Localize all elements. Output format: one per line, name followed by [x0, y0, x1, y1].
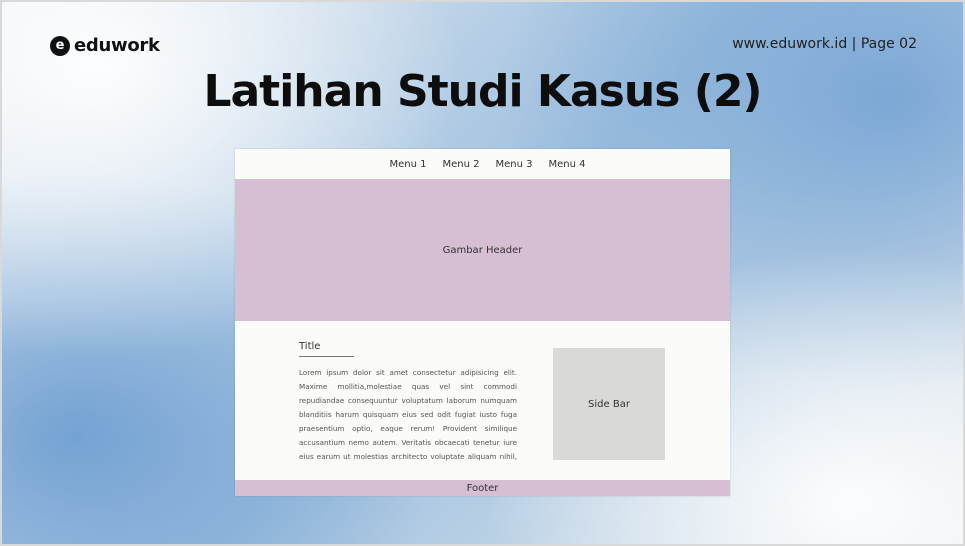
mockup-footer: Footer: [235, 480, 730, 496]
nav-menu-1: Menu 1: [389, 158, 427, 170]
nav-menu-2: Menu 2: [442, 158, 480, 170]
page-reference: www.eduwork.id | Page 02: [732, 36, 917, 52]
website-layout-mockup: Menu 1 Menu 2 Menu 3 Menu 4 Gambar Heade…: [235, 149, 730, 496]
nav-menu-3: Menu 3: [495, 158, 533, 170]
mockup-sidebar: Side Bar: [553, 348, 665, 460]
header-image-label: Gambar Header: [442, 244, 523, 256]
mockup-content-area: Title Lorem ipsum dolor sit amet consect…: [235, 321, 730, 480]
eduwork-logo: e eduwork: [50, 35, 160, 56]
eduwork-logo-icon: e: [50, 35, 70, 56]
sidebar-label: Side Bar: [588, 398, 630, 410]
mockup-nav: Menu 1 Menu 2 Menu 3 Menu 4: [235, 149, 730, 179]
content-body-text: Lorem ipsum dolor sit amet consectetur a…: [299, 368, 517, 461]
footer-label: Footer: [466, 482, 499, 494]
content-title: Title: [299, 341, 321, 352]
nav-menu-4: Menu 4: [548, 158, 586, 170]
title-underline: [299, 356, 354, 357]
slide-title: Latihan Studi Kasus (2): [203, 66, 762, 117]
brand-name: eduwork: [74, 35, 160, 56]
mockup-header-image: Gambar Header: [235, 179, 730, 321]
